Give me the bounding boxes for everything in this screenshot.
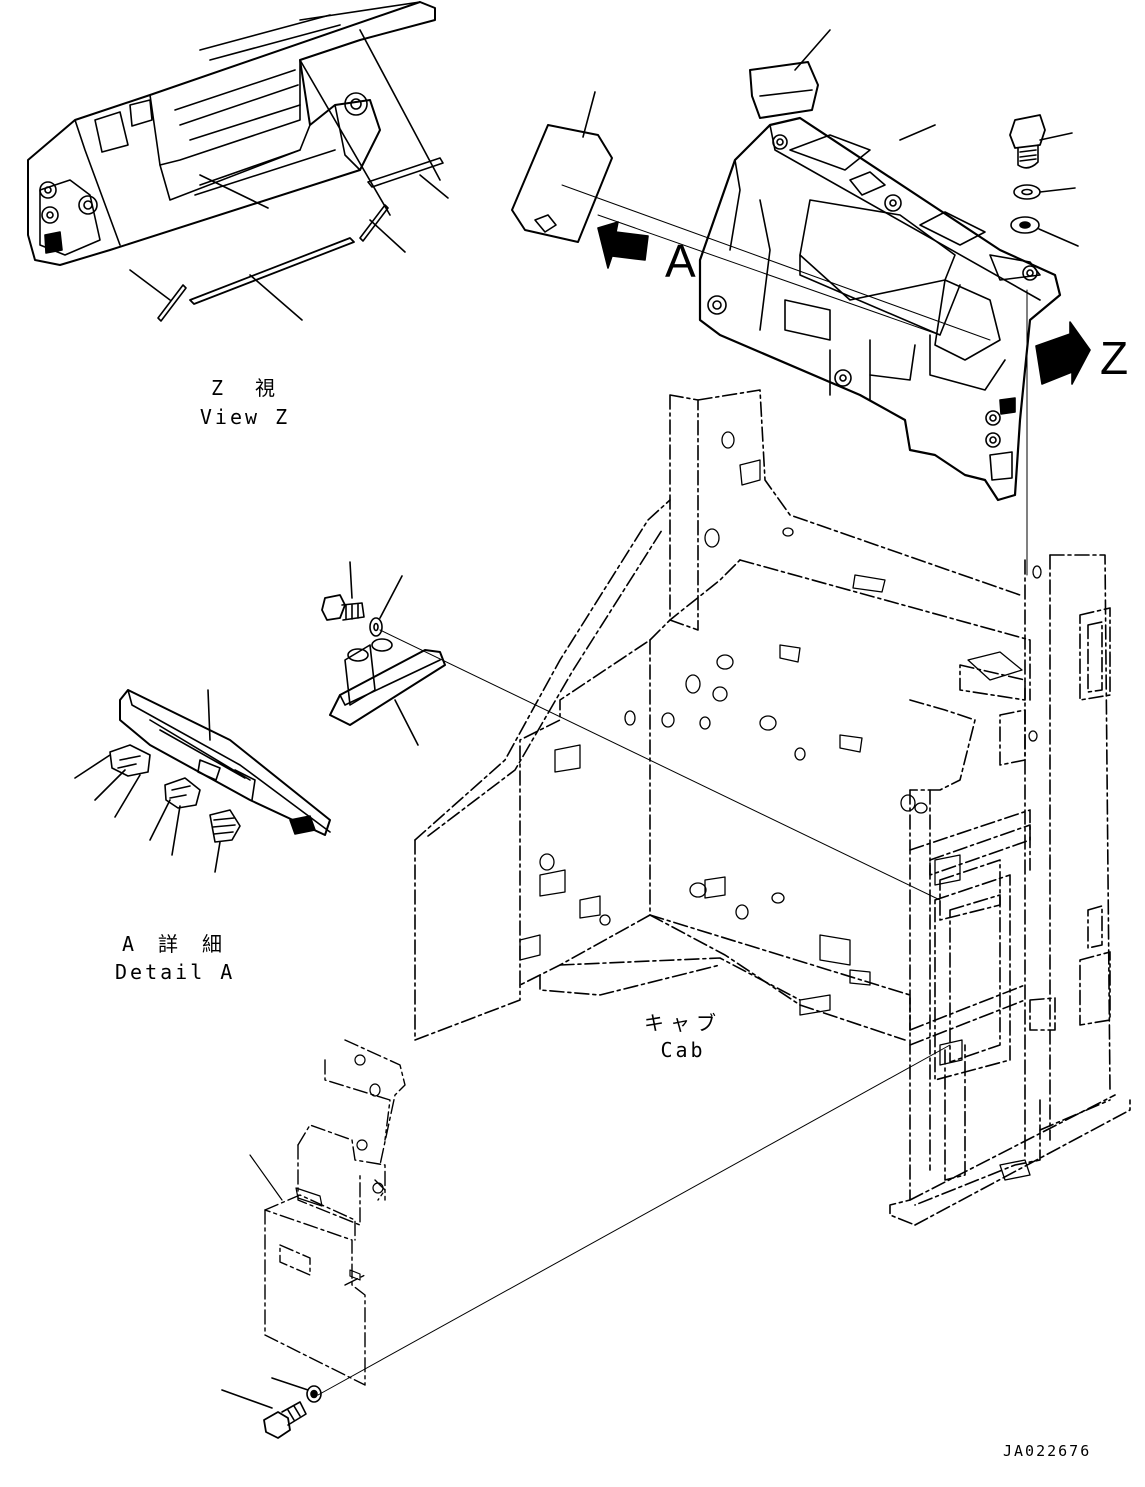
bracket-middle: [329, 638, 446, 746]
view-z-panel: [27, 1, 449, 322]
bolt-middle: [321, 561, 365, 621]
bottom-bracket: [264, 1039, 406, 1386]
arrow-z-icon: [1035, 321, 1091, 385]
detail-a-unit: [74, 689, 331, 873]
view-z-label-en: View Z: [199, 405, 291, 429]
cab-frame-details: [519, 431, 1042, 1181]
washer-top: [1013, 184, 1076, 200]
washer-middle: [369, 575, 403, 637]
arrow-z-label: Z: [1100, 332, 1129, 384]
dashboard-panel: [698, 116, 1062, 502]
cab-frame: [414, 389, 1131, 1226]
bolt-bottom: [221, 1389, 307, 1439]
detail-a-label-ja: A 詳 細: [121, 932, 229, 956]
bottom-bracket-details: [249, 1054, 384, 1281]
cab-label-ja: キャブ: [644, 1011, 722, 1035]
washer-bottom: [271, 1377, 322, 1403]
cover-plate: [511, 91, 613, 243]
arrow-a-icon: [597, 221, 649, 269]
bolt-top: [1009, 114, 1073, 169]
detail-a-label-en: Detail A: [115, 960, 236, 984]
view-z-label-ja: Z 視: [210, 376, 282, 400]
cab-label-en: Cab: [660, 1038, 706, 1062]
drawing-code: JA022676: [1003, 1442, 1092, 1460]
small-cover: [749, 61, 819, 119]
washer-top-2: [1010, 216, 1079, 247]
arrow-a-label: A: [665, 235, 696, 287]
assembly-lines: [317, 184, 1028, 1396]
